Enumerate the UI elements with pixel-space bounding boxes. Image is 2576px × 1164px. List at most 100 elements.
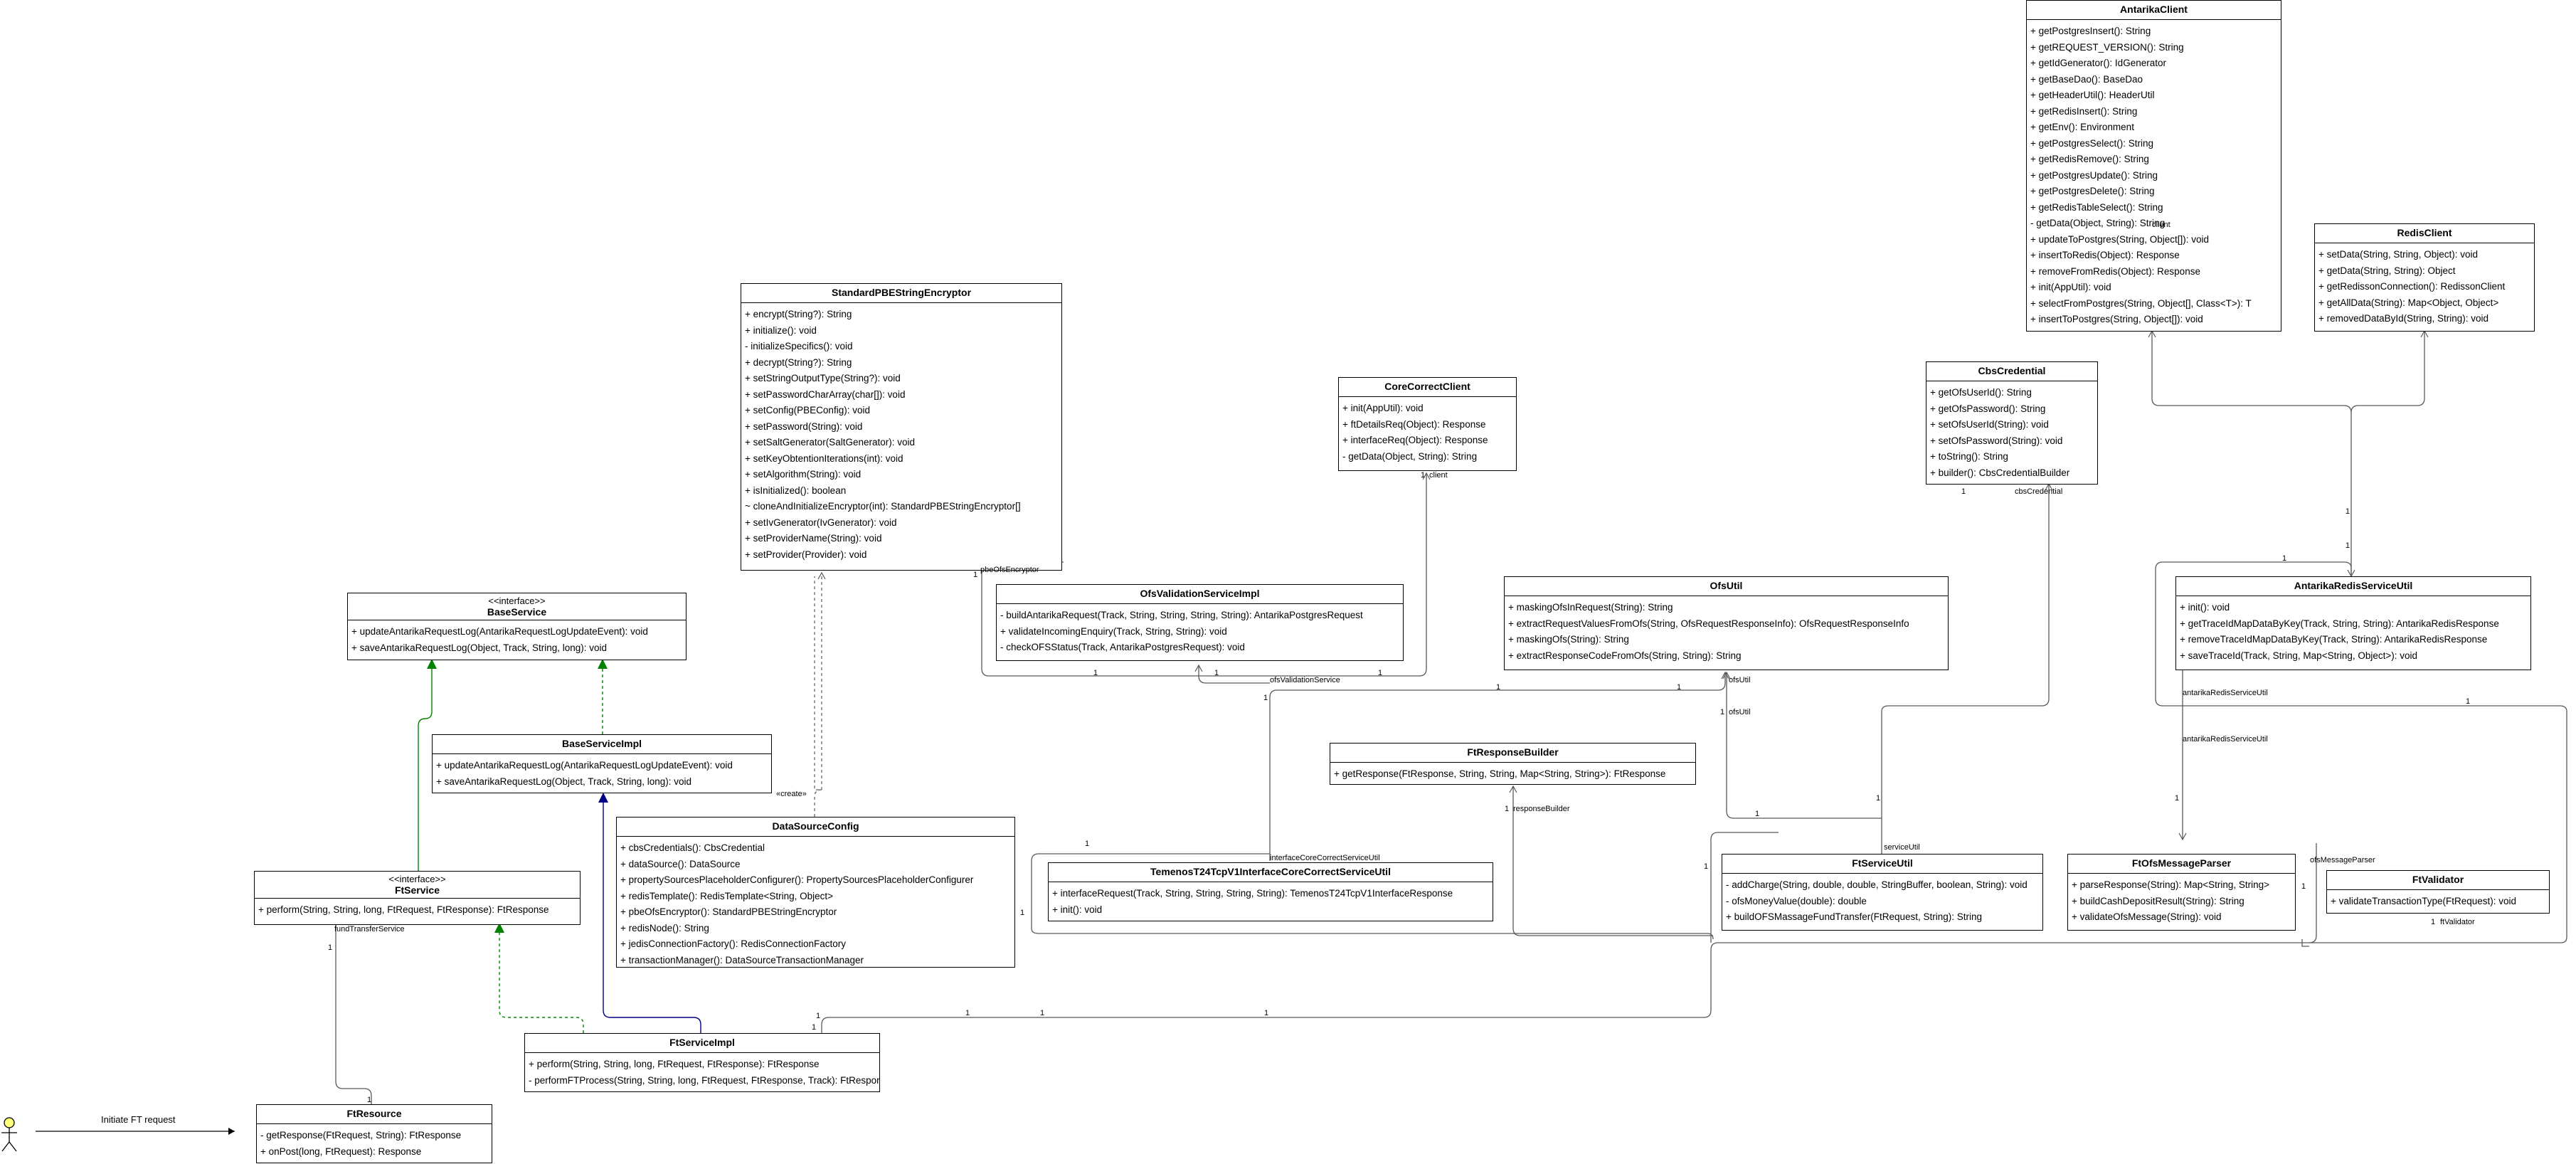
role-label-ft-validator: ftValidator [2440, 918, 2475, 926]
multiplicity-label: 1 [1496, 683, 1501, 692]
multiplicity-label: 1 [1505, 805, 1510, 813]
class-ft-ofs-message-parser[interactable]: FtOfsMessageParser + parseResponse(Strin… [2067, 854, 2296, 931]
class-member: + saveAntarikaRequestLog(Object, Track, … [351, 642, 608, 653]
class-standard-pbe-string-encryptor[interactable]: StandardPBEStringEncryptor + encrypt(Str… [741, 283, 1062, 571]
class-ft-service-util[interactable]: FtServiceUtil - addCharge(String, double… [1722, 854, 2043, 931]
edge-data-source-config-create-pbe [814, 576, 822, 817]
role-label-antarika-redis-service-util: antarikaRedisServiceUtil [2183, 689, 2268, 697]
multiplicity-label: 1 [328, 943, 333, 952]
multiplicity-label: 1 [367, 1096, 372, 1104]
role-label-ofs-util: ofsUtil [1729, 708, 1751, 716]
interface-ft-service[interactable]: <<interface>>FtService + perform(String,… [254, 871, 581, 925]
class-title: RedisClient [2397, 227, 2452, 238]
class-title: BaseService [487, 606, 547, 618]
class-member: + jedisConnectionFactory(): RedisConnect… [620, 938, 847, 949]
class-member: ~ cloneAndInitializeEncryptor(int): Stan… [745, 501, 1021, 512]
multiplicity-label: 1 [1378, 669, 1383, 677]
edge-ft-service-to-base-service [418, 659, 437, 871]
class-antarika-client[interactable]: AntarikaClient + getPostgresInsert(): St… [2026, 0, 2281, 332]
role-label-cbs-credential: cbsCredential [2015, 487, 2063, 496]
class-member: + initialize(): void [745, 324, 817, 336]
class-antarika-redis-service-util[interactable]: AntarikaRedisServiceUtil + init(): void+… [2175, 576, 2531, 670]
class-member: + extractResponseCodeFromOfs(String, Str… [1508, 650, 1742, 661]
class-member: + getPostgresInsert(): String [2030, 26, 2151, 36]
multiplicity-label: 1 [1214, 669, 1219, 677]
class-member: + interfaceRequest(Track, String, String… [1052, 888, 1453, 899]
multiplicity-label: 1 [1264, 1009, 1269, 1017]
member-list: + encrypt(String?): String+ initialize()… [741, 303, 1061, 563]
class-member: + getAllData(String): Map<Object, Object… [2318, 297, 2499, 308]
class-member: + getIdGenerator(): IdGenerator [2030, 58, 2166, 68]
member-list: + setData(String, String, Object): void +… [2315, 243, 2534, 327]
edge-to-ft-ofs-parser [2301, 939, 2309, 947]
interface-base-service[interactable]: <<interface>>BaseService + updateAntarik… [347, 593, 687, 660]
class-ofs-validation-service-impl[interactable]: OfsValidationServiceImpl - buildAntarika… [996, 584, 1404, 661]
multiplicity-label: 1 [1085, 840, 1090, 848]
role-label-pbe-encryptor: pbeOfsEncryptor [980, 566, 1039, 574]
class-ft-response-builder[interactable]: FtResponseBuilder + getResponse(FtRespon… [1330, 743, 1696, 785]
class-base-service-impl[interactable]: BaseServiceImpl + updateAntarikaRequestL… [432, 734, 772, 793]
multiplicity-label: 1 [812, 1023, 817, 1032]
edge-redis-util-to-redis-client [2350, 329, 2429, 413]
class-title: AntarikaRedisServiceUtil [2294, 580, 2413, 591]
class-member: + getOfsUserId(): String [1930, 387, 2032, 398]
class-title: StandardPBEStringEncryptor [831, 287, 972, 298]
class-member: + getPostgresUpdate(): String [2030, 169, 2158, 181]
class-ft-service-impl[interactable]: FtServiceImpl + perform(String, String, … [524, 1033, 880, 1092]
role-label-redis-client: client [2152, 221, 2170, 229]
edge-ft-resource-to-ft-service [335, 925, 372, 1106]
class-member: + getBaseDao(): BaseDao [2030, 73, 2143, 85]
class-title: FtResponseBuilder [1467, 746, 1559, 758]
class-title: CoreCorrectClient [1384, 381, 1470, 392]
class-member: + dataSource(): DataSource [620, 858, 741, 869]
class-member: + buildOFSMassageFundTransfer(FtRequest,… [1726, 911, 1983, 922]
class-title: OfsUtil [1710, 580, 1743, 591]
member-list: + perform(String, String, long, FtReques… [255, 899, 580, 919]
class-member: + selectFromPostgres(String, Object[], C… [2030, 297, 2252, 309]
class-member: + setData(String, String, Object): void [2318, 249, 2478, 260]
class-ofs-util[interactable]: OfsUtil + maskingOfsInRequest(String): S… [1504, 576, 1949, 670]
class-member: + onPost(long, FtRequest): Response [260, 1146, 422, 1157]
multiplicity-label: 1 [1876, 794, 1881, 803]
class-member: + decrypt(String?): String [745, 356, 852, 368]
multiplicity-label: 1 [1040, 1009, 1045, 1017]
member-list: + interfaceRequest(Track, String, String… [1049, 882, 1493, 918]
class-member: + saveTraceId(Track, String, Map<String,… [2180, 650, 2418, 661]
class-member: + getREQUEST_VERSION(): String [2030, 41, 2184, 53]
class-temenos-interface-core-correct-service-util[interactable]: TemenosT24TcpV1InterfaceCoreCorrectServi… [1048, 862, 1493, 921]
class-redis-client[interactable]: RedisClient + setData(String, String, Ob… [2314, 223, 2535, 332]
class-ft-validator[interactable]: FtValidator + validateTransactionType(Ft… [2326, 870, 2550, 914]
multiplicity-label: 1 [816, 1012, 821, 1020]
member-list: + validateTransactionType(FtRequest): vo… [2327, 890, 2549, 910]
class-member: + removedDataById(String, String): void [2318, 313, 2488, 324]
member-list: + parseResponse(String): Map<String, Str… [2068, 874, 2295, 926]
class-member: + perform(String, String, long, FtReques… [258, 904, 549, 915]
class-member: + setPasswordCharArray(char[]): void [745, 388, 906, 400]
multiplicity-label: 1 [2175, 794, 2180, 803]
class-cbs-credential[interactable]: CbsCredential + getOfsUserId(): String+ … [1926, 361, 2098, 485]
member-list: + updateAntarikaRequestLog(AntarikaReque… [348, 620, 686, 656]
class-data-source-config[interactable]: DataSourceConfig + cbsCredentials(): Cbs… [616, 817, 1015, 968]
class-member: + getPostgresSelect(): String [2030, 137, 2153, 149]
member-list: + init(): void+ getTraceIdMapDataByKey(T… [2176, 596, 2530, 664]
class-member: - performFTProcess(String, String, long,… [529, 1074, 880, 1086]
role-label-ofs-validation-service: ofsValidationService [1270, 676, 1340, 684]
multiplicity-label: 1 [2346, 541, 2350, 550]
edge-temenos-to-ofs-validation [1269, 671, 1729, 861]
class-member: + init(): void [1052, 904, 1103, 915]
edge-redis-util-to-antarika-client [2148, 329, 2352, 576]
actor-user-icon [1, 1117, 17, 1152]
class-title: BaseServiceImpl [561, 738, 642, 749]
class-member: + extractRequestValuesFromOfs(String, Of… [1508, 618, 1909, 629]
class-member: + init(): void [2180, 602, 2230, 613]
class-member: - getData(Object, String): String [2030, 218, 2166, 228]
class-member: + interfaceReq(Object): Response [1342, 435, 1488, 445]
multiplicity-label: 1 [2301, 882, 2306, 891]
class-ft-resource[interactable]: FtResource - getResponse(FtRequest, Stri… [256, 1104, 492, 1163]
member-list: + updateAntarikaRequestLog(AntarikaReque… [433, 754, 771, 790]
class-member: + getResponse(FtResponse, String, String… [1334, 768, 1666, 779]
class-member: + setKeyObtentionIterations(int): void [745, 453, 903, 464]
class-core-correct-client[interactable]: CoreCorrectClient + init(AppUtil): void+… [1338, 377, 1517, 471]
role-label-client: client [1429, 471, 1448, 480]
class-title: FtService [394, 884, 440, 896]
